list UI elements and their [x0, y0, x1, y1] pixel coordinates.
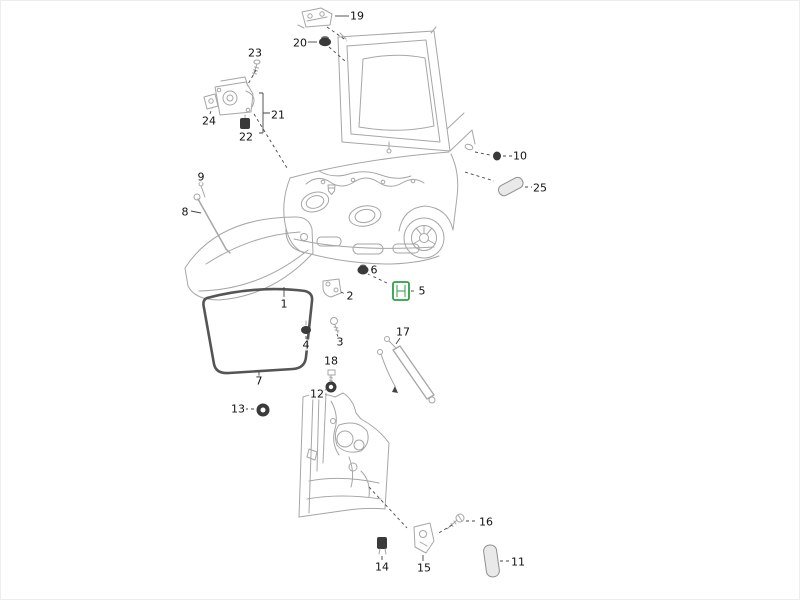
- bumper-buffer-grommet: [357, 264, 369, 275]
- callout-25[interactable]: 25: [532, 181, 548, 195]
- lid-hinge: [297, 7, 333, 29]
- plug-cap: [493, 151, 501, 161]
- callout-22[interactable]: 22: [238, 130, 254, 144]
- prop-rod-clip: [198, 181, 206, 198]
- callout-12[interactable]: 12: [309, 387, 325, 401]
- callout-14[interactable]: 14: [374, 560, 390, 574]
- leader-lines: [190, 15, 532, 562]
- callout-17[interactable]: 17: [395, 325, 411, 339]
- ball-stud: [327, 369, 336, 383]
- hood-lock-assembly: [214, 76, 255, 116]
- callout-9[interactable]: 9: [196, 170, 206, 184]
- callout-3[interactable]: 3: [335, 335, 345, 349]
- callout-13[interactable]: 13: [230, 402, 246, 416]
- release-lever-plate: [413, 522, 435, 554]
- highlighted-stop-clip: [392, 281, 410, 301]
- car-front-view: [283, 26, 476, 265]
- callout-23[interactable]: 23: [247, 46, 263, 60]
- callout-5[interactable]: 5: [417, 284, 427, 298]
- callout-4[interactable]: 4: [301, 338, 311, 352]
- callout-19[interactable]: 19: [349, 9, 365, 23]
- callout-2[interactable]: 2: [345, 289, 355, 303]
- hinge-bolt: [330, 317, 340, 334]
- callout-16[interactable]: 16: [478, 515, 494, 529]
- hinge-buffer-grommet: [319, 36, 331, 47]
- callout-24[interactable]: 24: [201, 114, 217, 128]
- lock-screw: [252, 59, 261, 77]
- callout-20[interactable]: 20: [292, 36, 308, 50]
- hinge-grommet: [301, 320, 311, 334]
- gas-strut: [377, 336, 436, 404]
- panel-grommet-left: [256, 403, 270, 417]
- callout-10[interactable]: 10: [512, 149, 528, 163]
- front-lid-panel: [184, 216, 314, 301]
- callout-21[interactable]: 21: [270, 108, 286, 122]
- panel-grommet-center: [325, 381, 337, 393]
- interior-body-structure: [298, 392, 390, 518]
- callout-1[interactable]: 1: [279, 297, 289, 311]
- lid-seal: [202, 287, 314, 375]
- lever-screw: [446, 513, 465, 530]
- callout-6[interactable]: 6: [369, 263, 379, 277]
- callout-8[interactable]: 8: [180, 205, 190, 219]
- cable-clip: [377, 537, 387, 555]
- lid-hinge-lower: [322, 278, 342, 298]
- callout-15[interactable]: 15: [416, 561, 432, 575]
- prop-rod: [193, 193, 231, 254]
- adhesive-pad-lower: [483, 544, 500, 578]
- adhesive-pad-upper: [497, 176, 524, 197]
- callout-11[interactable]: 11: [510, 555, 526, 569]
- lock-buffer: [240, 114, 250, 129]
- callout-7[interactable]: 7: [254, 374, 264, 388]
- lock-bracket: [203, 93, 219, 110]
- callout-18[interactable]: 18: [323, 354, 339, 368]
